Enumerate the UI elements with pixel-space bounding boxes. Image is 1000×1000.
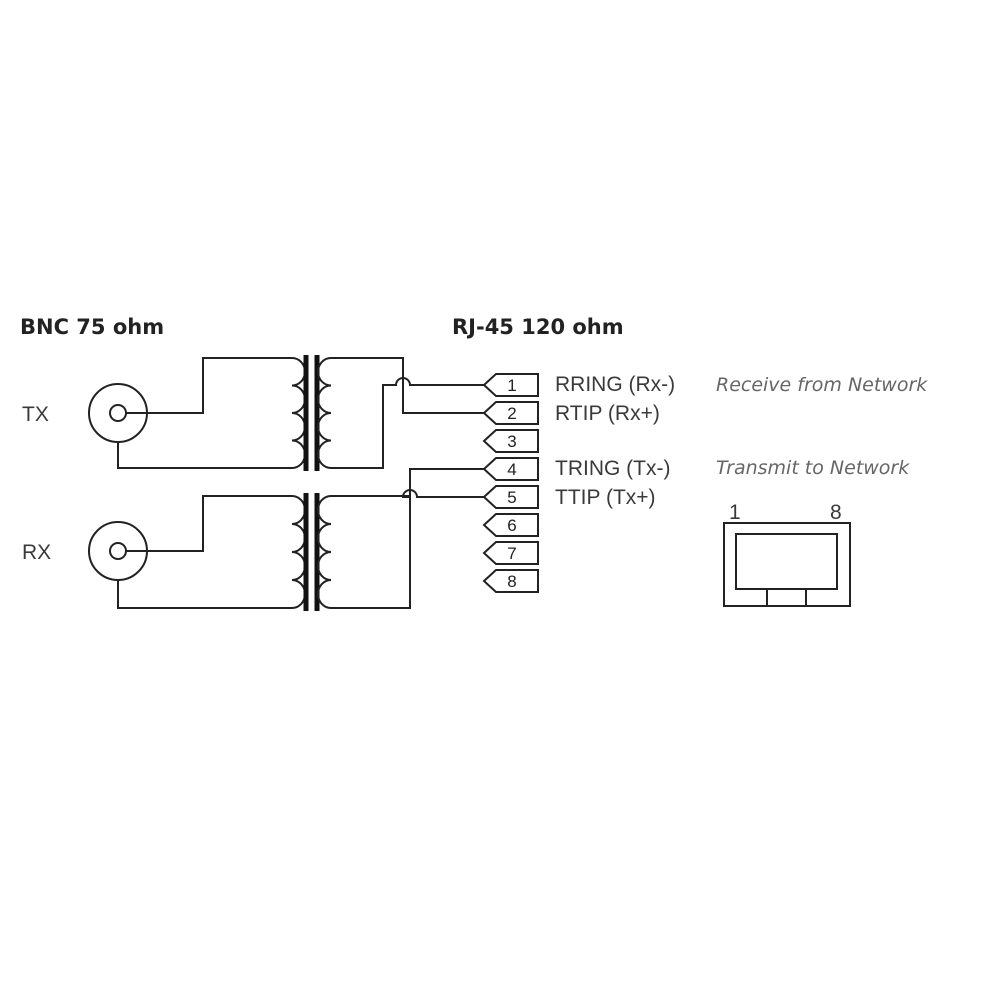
jack-pin-8-label: 8 bbox=[830, 501, 842, 524]
pin-2-signal-label: RTIP (Rx+) bbox=[555, 402, 660, 425]
receive-note: Receive from Network bbox=[716, 374, 928, 396]
pin-4-signal-label: TRING (Tx-) bbox=[555, 457, 670, 480]
bnc-heading: BNC 75 ohm bbox=[20, 315, 164, 339]
rj45-pin-3: 3 bbox=[482, 429, 539, 453]
rj45-pin-1: 1 bbox=[482, 373, 539, 397]
rj45-pin-6: 6 bbox=[482, 513, 539, 537]
rj45-jack-outline bbox=[723, 522, 851, 607]
pin-number: 3 bbox=[507, 432, 516, 451]
rj45-pin-2: 2 bbox=[482, 401, 539, 425]
rx-transformer bbox=[291, 493, 332, 611]
tx-transformer bbox=[291, 355, 332, 471]
rj45-pin-4: 4 bbox=[482, 457, 539, 481]
rx-label: RX bbox=[22, 541, 51, 564]
rx-line-wiring bbox=[331, 468, 484, 609]
pin-number: 8 bbox=[507, 572, 516, 591]
rj45-pin-5: 5 bbox=[482, 485, 539, 509]
pin-number: 4 bbox=[507, 460, 516, 479]
pin-number: 7 bbox=[507, 544, 516, 563]
tx-label: TX bbox=[22, 403, 49, 426]
rj45-heading: RJ-45 120 ohm bbox=[452, 315, 624, 339]
pin-5-signal-label: TTIP (Tx+) bbox=[555, 486, 656, 509]
rx-bnc-wiring bbox=[117, 495, 292, 609]
rj45-pin-8: 8 bbox=[482, 569, 539, 593]
pin-number: 1 bbox=[507, 376, 516, 395]
tx-bnc-wiring bbox=[117, 357, 292, 469]
pin-1-signal-label: RRING (Rx-) bbox=[555, 373, 675, 396]
pin-number: 5 bbox=[507, 488, 516, 507]
tx-line-wiring bbox=[331, 357, 484, 469]
jack-pin-1-label: 1 bbox=[729, 501, 741, 524]
pin-number: 2 bbox=[507, 404, 516, 423]
pin-number: 6 bbox=[507, 516, 516, 535]
rj45-pin-7: 7 bbox=[482, 541, 539, 565]
transmit-note: Transmit to Network bbox=[716, 457, 910, 479]
